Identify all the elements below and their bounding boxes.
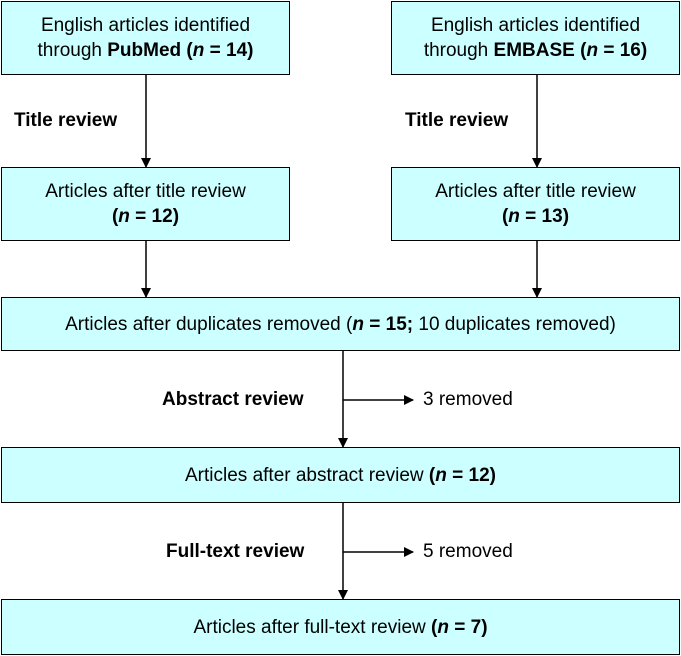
title-left-line1: Articles after title review <box>45 181 246 202</box>
abstract-box: Articles after abstract review (n = 12) <box>1 447 680 503</box>
duplicates-box: Articles after duplicates removed (n = 1… <box>1 297 680 351</box>
duplicates-n-value: = 15; <box>363 313 414 335</box>
title-left-box: Articles after title review (n = 12) <box>1 167 290 241</box>
pubmed-n-prefix: ( <box>181 40 193 61</box>
embase-line1: English articles identified <box>430 15 641 36</box>
title-left-n-var: n <box>118 206 130 227</box>
title-right-line1: Articles after title review <box>435 181 636 202</box>
pubmed-n-var: n <box>192 40 205 61</box>
fulltext-box: Articles after full-text review (n = 7) <box>1 599 680 655</box>
abstract-n-value: = 12) <box>446 464 496 486</box>
abstract-n-open: ( <box>428 464 436 486</box>
title-left-n-value: = 12) <box>129 206 180 227</box>
fulltext-n-open: ( <box>431 616 438 638</box>
embase-n-value: = 16) <box>598 40 648 61</box>
embase-box: English articles identified through EMBA… <box>391 1 680 75</box>
abstract-n-var: n <box>435 464 447 486</box>
pubmed-box: English articles identified through PubM… <box>1 1 290 75</box>
fulltext-removed-label: 5 removed <box>423 541 513 562</box>
pubmed-n-value: = 14) <box>204 40 254 61</box>
fulltext-text: Articles after full-text review <box>193 616 432 638</box>
embase-n-var: n <box>586 40 599 61</box>
title-review-right-label: Title review <box>405 110 509 131</box>
title-right-n-var: n <box>508 206 520 227</box>
abstract-review-label: Abstract review <box>162 389 304 410</box>
title-right-box: Articles after title review (n = 13) <box>391 167 680 241</box>
title-left-n-open: ( <box>111 206 119 227</box>
pubmed-line1: English articles identified <box>40 15 251 36</box>
pubmed-through: through <box>37 40 108 61</box>
embase-through: through <box>423 40 494 61</box>
title-review-left-label: Title review <box>14 110 118 131</box>
duplicates-text: Articles after duplicates removed ( <box>65 313 353 335</box>
abstract-text: Articles after abstract review <box>185 464 429 486</box>
fulltext-n-value: = 7) <box>448 616 488 638</box>
abstract-removed-label: 3 removed <box>423 389 513 410</box>
duplicates-suffix: 10 duplicates removed) <box>413 313 616 335</box>
duplicates-n-var: n <box>352 313 364 335</box>
embase-n-prefix: ( <box>574 40 587 61</box>
pubmed-source: PubMed <box>107 40 182 61</box>
title-right-n-value: = 13) <box>519 206 570 227</box>
fulltext-review-label: Full-text review <box>166 541 305 562</box>
fulltext-n-var: n <box>437 616 449 638</box>
embase-source: EMBASE <box>493 40 575 61</box>
title-right-n-open: ( <box>501 206 509 227</box>
